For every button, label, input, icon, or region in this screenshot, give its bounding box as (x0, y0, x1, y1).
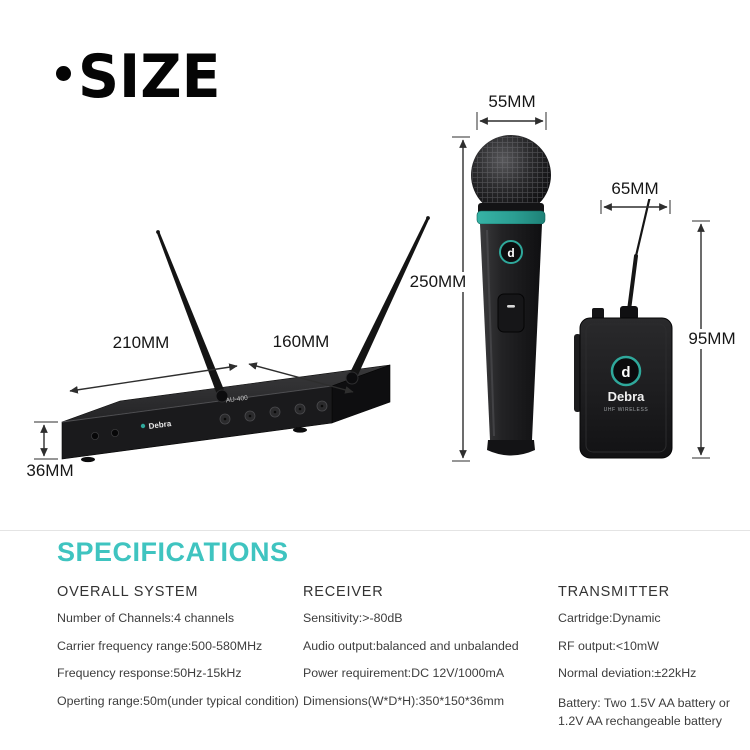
spec-item: Dimensions(W*D*H):350*150*36mm (303, 693, 505, 708)
spec-column-overall-system: OVERALL SYSTEM Number of Channels:4 chan… (57, 584, 305, 721)
receiver-brand-text: Debra (148, 419, 172, 431)
bodypack-sub-text: UHF WIRELESS (604, 407, 649, 413)
receiver-logo-icon (140, 423, 146, 429)
size-diagram: AU-400 Debra d (34, 112, 710, 463)
mic-debra-logo-icon (499, 240, 523, 264)
bodypack-debra-logo-icon (610, 355, 642, 387)
spec-column-receiver: RECEIVER Sensitivity:>-80dB Audio output… (303, 584, 555, 721)
dim-label-transmitter-width: 65MM (608, 179, 662, 199)
spec-column-title: TRANSMITTER (558, 584, 670, 600)
section-divider (0, 530, 750, 531)
mic-logo-letter: d (507, 246, 514, 260)
bodypack-logo-letter: d (621, 364, 630, 381)
receiver-right-antenna (348, 217, 430, 380)
spec-item: Operting range:50m(under typical conditi… (57, 693, 299, 708)
receiver-foot (81, 456, 95, 463)
dim-line-receiver-width (69, 363, 238, 394)
spec-item: Battery: Two 1.5V AA battery or 1.2V AA … (558, 695, 730, 729)
bodypack-illustration: d Debra UHF WIRELESS (574, 190, 673, 459)
spec-item: Sensitivity:>-80dB (303, 611, 403, 625)
dim-line-receiver-depth (248, 362, 354, 394)
bodypack-face-inset (585, 323, 667, 453)
spec-item: Frequency response:50Hz-15kHz (57, 666, 242, 680)
spec-item: Cartridge:Dynamic (558, 611, 661, 625)
page-title: SIZE (56, 44, 228, 110)
mic-teal-ring (476, 210, 546, 225)
bodypack-antenna-base (620, 306, 638, 320)
receiver-jack (111, 428, 120, 437)
spec-item: Carrier frequency range:500-580MHz (57, 638, 263, 653)
title-bullet-icon (56, 66, 71, 81)
receiver-model-text: AU-400 (225, 395, 248, 405)
receiver-dimension-lines (34, 362, 354, 460)
receiver-foot (293, 427, 307, 433)
right-antenna-mount (345, 371, 359, 385)
spec-column-title: RECEIVER (303, 584, 384, 600)
spec-column-title: OVERALL SYSTEM (57, 584, 199, 600)
mic-power-switch (497, 293, 525, 333)
mic-body-highlight (486, 229, 495, 437)
dim-label-receiver-width: 210MM (109, 333, 173, 353)
right-antenna-tip (426, 216, 430, 220)
microphone-illustration: d (471, 135, 551, 456)
bodypack-body (579, 317, 673, 459)
bodypack-antenna-upper (634, 190, 653, 258)
bodypack-jack (592, 308, 604, 320)
dim-label-mic-diameter: 55MM (485, 92, 539, 112)
specifications-heading: SPECIFICATIONS (57, 537, 289, 567)
spec-item: Power requirement:DC 12V/1000mA (303, 666, 505, 680)
bodypack-brand-text: Debra (608, 389, 646, 404)
mic-switch-mark (507, 305, 515, 308)
mic-end-cap (487, 440, 535, 456)
dim-label-receiver-height: 36MM (23, 461, 77, 481)
mic-grille-mesh (472, 136, 550, 214)
spec-item: RF output:<10mW (558, 638, 659, 653)
mic-dimension-lines (452, 112, 547, 462)
page-title-text: SIZE (78, 42, 221, 112)
receiver-knobs (219, 400, 328, 425)
bodypack-clip (574, 334, 581, 412)
receiver-left-antenna (156, 231, 226, 398)
dim-label-mic-length: 250MM (406, 272, 470, 292)
left-antenna-tip (156, 230, 160, 234)
dim-label-receiver-depth: 160MM (269, 332, 333, 352)
spec-item: Audio output:balanced and unbalanded (303, 638, 519, 653)
spec-item: Number of Channels:4 channels (57, 611, 235, 625)
spec-column-transmitter: TRANSMITTER Cartridge:Dynamic RF output:… (558, 584, 748, 744)
spec-item: Normal deviation:±22kHz (558, 666, 697, 680)
receiver-jack (91, 431, 100, 440)
dim-label-transmitter-height: 95MM (685, 329, 739, 349)
